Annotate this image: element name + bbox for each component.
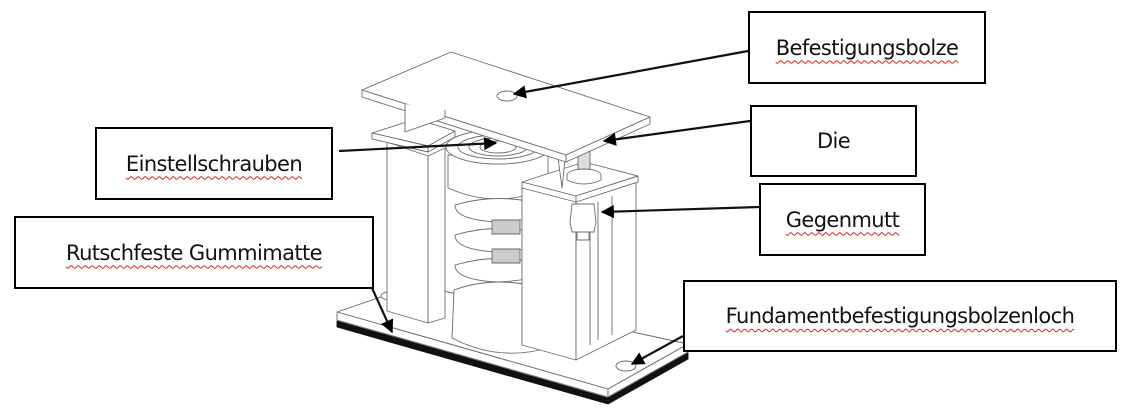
label-text: Befestigungsbolze — [775, 35, 959, 60]
label-text: Gegenmutt — [785, 207, 900, 232]
label-befestigungsbolze: Befestigungsbolze — [748, 11, 986, 84]
label-die: Die — [750, 105, 917, 177]
arrow-befestigungsbolze — [512, 49, 749, 99]
label-rutschfeste-gummimatte: Rutschfeste Gummimatte — [14, 216, 374, 289]
label-gegenmutt: Gegenmutt — [759, 183, 926, 256]
label-einstellschrauben: Einstellschrauben — [95, 127, 333, 200]
right-bracket — [521, 161, 639, 361]
arrow-die — [602, 119, 751, 146]
label-text: Die — [816, 129, 851, 153]
label-text: Rutschfeste Gummimatte — [66, 240, 323, 265]
arrow-einstellschrauben — [338, 137, 498, 153]
arrow-rutschfeste — [370, 287, 394, 334]
lock-nut — [569, 203, 597, 233]
left-post — [371, 118, 456, 324]
rubber-mat — [336, 320, 689, 405]
label-text: Einstellschrauben — [125, 151, 303, 176]
top-bolt-hole — [496, 90, 518, 102]
label-fundamentbefestigungsbolzenloch: Fundamentbefestigungsbolzenloch — [683, 280, 1117, 352]
label-text: Fundamentbefestigungsbolzenloch — [725, 304, 1075, 328]
arrow-fundament — [630, 335, 684, 365]
arrow-gegenmutt — [600, 205, 760, 219]
